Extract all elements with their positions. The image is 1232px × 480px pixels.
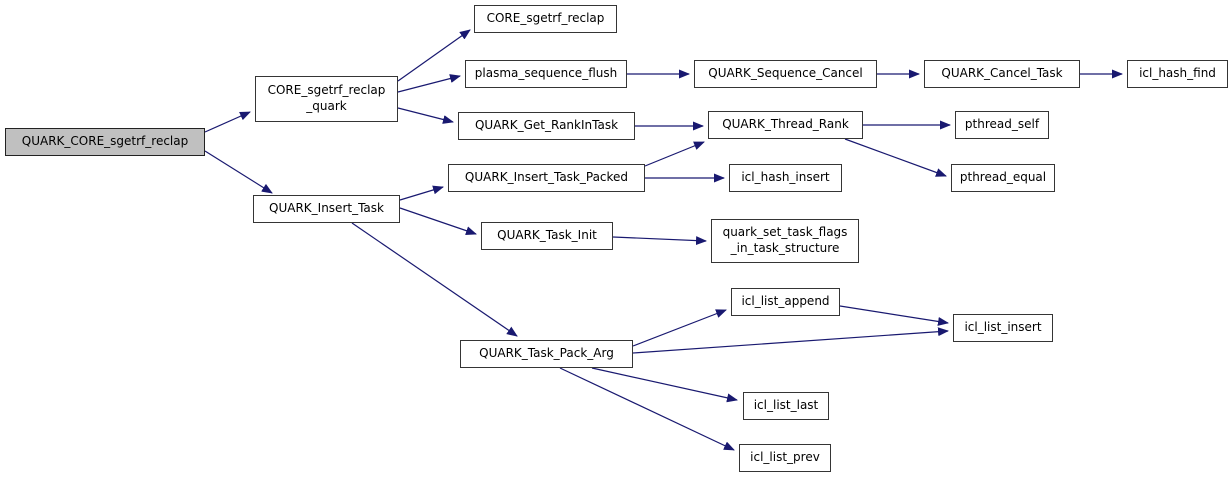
- graph-node-hashinsert[interactable]: icl_hash_insert: [729, 164, 842, 192]
- graph-node-packarg[interactable]: QUARK_Task_Pack_Arg: [460, 340, 633, 368]
- graph-edge-root-to-quark: [204, 111, 251, 133]
- graph-edge-taskinit-to-setflags: [612, 236, 707, 246]
- graph-node-pequal[interactable]: pthread_equal: [951, 164, 1055, 192]
- graph-edge-packarg-to-lprev: [559, 367, 735, 451]
- graph-edge-quark-to-getrank: [397, 107, 454, 124]
- graph-node-root[interactable]: QUARK_CORE_sgetrf_reclap: [5, 128, 205, 156]
- graph-node-flush[interactable]: plasma_sequence_flush: [465, 60, 627, 88]
- graph-node-quark[interactable]: CORE_sgetrf_reclap _quark: [255, 76, 398, 122]
- graph-node-threadrank[interactable]: QUARK_Thread_Rank: [708, 111, 863, 139]
- graph-node-lappend[interactable]: icl_list_append: [731, 288, 840, 316]
- graph-edge-inserttask-to-packed: [399, 185, 444, 201]
- graph-node-pself[interactable]: pthread_self: [955, 111, 1049, 139]
- graph-node-seqcancel[interactable]: QUARK_Sequence_Cancel: [694, 60, 877, 88]
- graph-edge-root-to-inserttask: [204, 150, 273, 194]
- graph-edge-lappend-to-linsert: [839, 305, 949, 326]
- graph-edge-packed-to-threadrank: [644, 141, 705, 167]
- graph-node-setflags[interactable]: quark_set_task_flags _in_task_structure: [711, 219, 859, 263]
- graph-node-packed[interactable]: QUARK_Insert_Task_Packed: [448, 164, 645, 192]
- graph-edge-quark-to-flush: [397, 74, 461, 93]
- graph-edge-inserttask-to-packarg: [351, 222, 518, 337]
- graph-node-canceltask[interactable]: QUARK_Cancel_Task: [924, 60, 1080, 88]
- graph-node-getrank[interactable]: QUARK_Get_RankInTask: [458, 112, 635, 140]
- graph-edge-threadrank-to-pequal: [844, 138, 947, 177]
- graph-node-hashfind[interactable]: icl_hash_find: [1127, 60, 1228, 88]
- graph-node-llast[interactable]: icl_list_last: [743, 392, 829, 420]
- graph-node-inserttask[interactable]: QUARK_Insert_Task: [253, 195, 400, 223]
- graph-edge-quark-to-reclap: [397, 29, 471, 82]
- graph-edge-packarg-to-llast: [591, 367, 738, 403]
- graph-edge-packarg-to-lappend: [632, 309, 727, 347]
- graph-node-linsert[interactable]: icl_list_insert: [953, 314, 1053, 342]
- graph-edge-inserttask-to-taskinit: [399, 207, 477, 236]
- graph-node-reclap[interactable]: CORE_sgetrf_reclap: [474, 5, 617, 33]
- graph-node-taskinit[interactable]: QUARK_Task_Init: [481, 222, 613, 250]
- graph-node-lprev[interactable]: icl_list_prev: [739, 444, 831, 472]
- graph-edge-packarg-to-linsert: [632, 327, 949, 354]
